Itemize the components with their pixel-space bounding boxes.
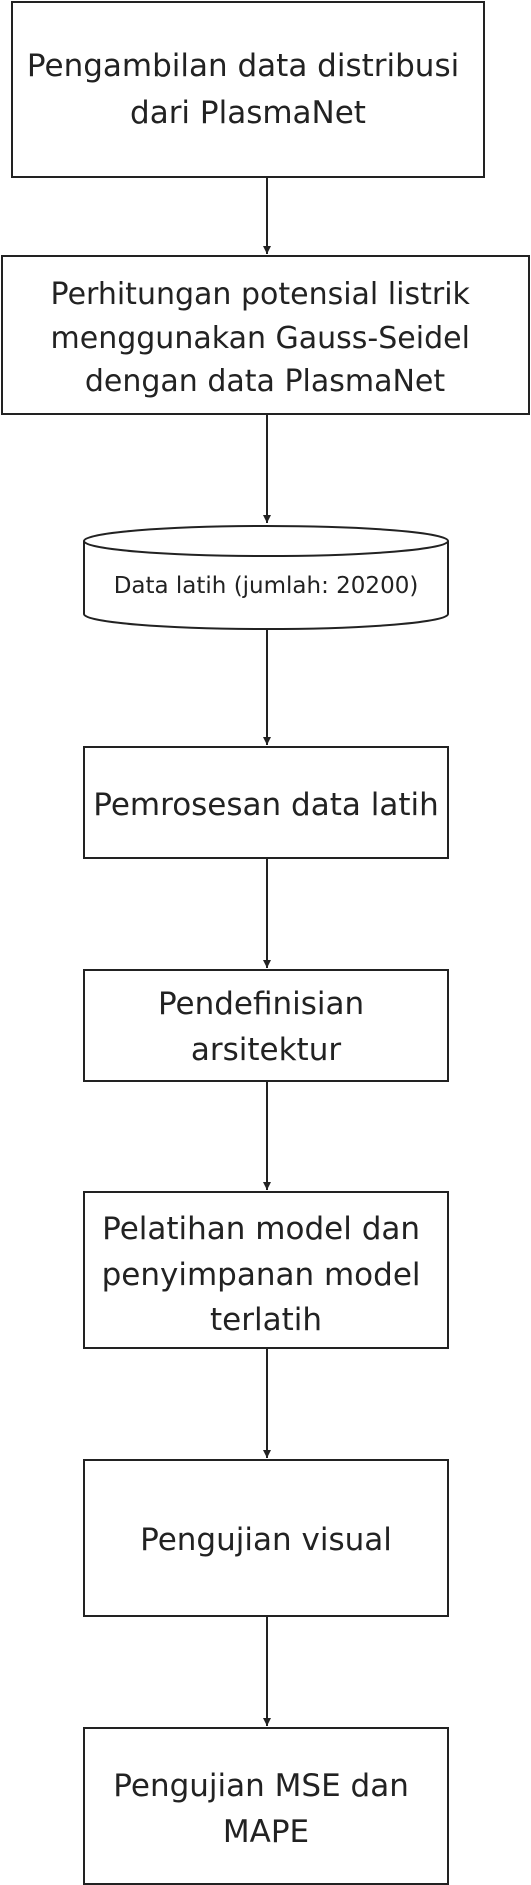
process-label-architecture: Pendefinisian arsitektur <box>158 986 374 1068</box>
process-box-architecture <box>83 969 449 1082</box>
process-box-gauss-seidel <box>1 255 530 415</box>
process-box-preprocessing <box>83 746 449 859</box>
process-label-data-collection: Pengambilan data distribusi dari PlasmaN… <box>27 48 469 131</box>
process-label-gauss-seidel: Perhitungan potensial listrik menggunaka… <box>51 277 480 399</box>
process-label-mse-mape: Pengujian MSE dan MAPE <box>113 1768 418 1850</box>
process-label-preprocessing: Pemrosesan data latih <box>93 787 438 823</box>
process-label-visual-testing: Pengujian visual <box>140 1522 392 1558</box>
process-box-mse-mape <box>83 1727 449 1885</box>
data-store-label: Data latih (jumlah: 20200) <box>114 573 419 599</box>
process-label-training: Pelatihan model dan penyimpanan model te… <box>102 1211 431 1338</box>
data-store-training-data <box>83 525 449 630</box>
process-box-visual-testing <box>83 1459 449 1617</box>
process-box-data-collection <box>11 1 485 178</box>
process-box-training <box>83 1191 449 1349</box>
